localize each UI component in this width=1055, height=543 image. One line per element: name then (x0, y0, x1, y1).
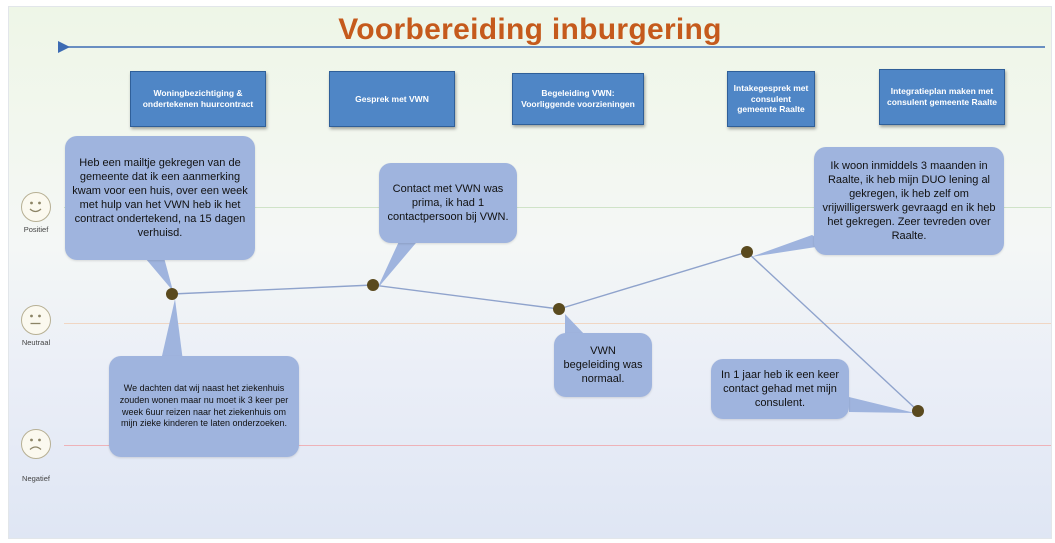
journey-point (553, 303, 565, 315)
journey-lines (58, 41, 1045, 417)
negative-sad-face-icon (21, 429, 51, 459)
journey-segment (558, 251, 748, 310)
positive-smiley-icon (21, 192, 51, 222)
comment-bubble-vwn-guidance: VWN begeleiding was normaal. (554, 333, 652, 397)
positive-band-line (64, 207, 1051, 208)
journey-point (166, 288, 178, 300)
neutral-face-icon (21, 305, 51, 335)
bubble-pointer (751, 235, 829, 257)
comment-bubble-vwn-contact: Contact met VWN was prima, ik had 1 cont… (379, 163, 517, 243)
comment-bubble-hospital: We dachten dat wij naast het ziekenhuis … (109, 356, 299, 457)
neutral-band-line (64, 323, 1051, 324)
comment-bubble-housing: Heb een mailtje gekregen van de gemeente… (65, 136, 255, 260)
diagram-title: Voorbereiding inburgering (338, 13, 722, 46)
bubble-pointer (849, 397, 915, 413)
phase-box-1: Woningbezichtiging & ondertekenen huurco… (130, 71, 266, 127)
comment-bubble-consultant: In 1 jaar heb ik een keer contact gehad … (711, 359, 849, 419)
journey-segment (746, 251, 919, 412)
phase-box-5: Integratieplan maken met consulent gemee… (879, 69, 1005, 125)
journey-segment (372, 284, 560, 310)
bubble-pointer (565, 314, 585, 335)
phase-box-3: Begeleiding VWN: Voorliggende voorzienin… (512, 73, 644, 125)
journey-point (741, 246, 753, 258)
negative-band-line (64, 445, 1051, 446)
bubble-pointer (377, 237, 421, 289)
negative-label: Negatief (22, 474, 50, 483)
neutral-label: Neutraal (21, 338, 51, 347)
positive-label: Positief (23, 225, 49, 234)
phase-box-2: Gesprek met VWN (329, 71, 455, 127)
journey-segment (171, 284, 374, 295)
journey-point (367, 279, 379, 291)
comment-bubble-raalte: Ik woon inmiddels 3 maanden in Raalte, i… (814, 147, 1004, 255)
bubble-pointer (159, 299, 184, 369)
journey-point (912, 405, 924, 417)
diagram-canvas: Voorbereiding inburgering Woningbezichti… (8, 6, 1052, 539)
phase-box-4: Intakegesprek met consulent gemeente Raa… (727, 71, 815, 127)
